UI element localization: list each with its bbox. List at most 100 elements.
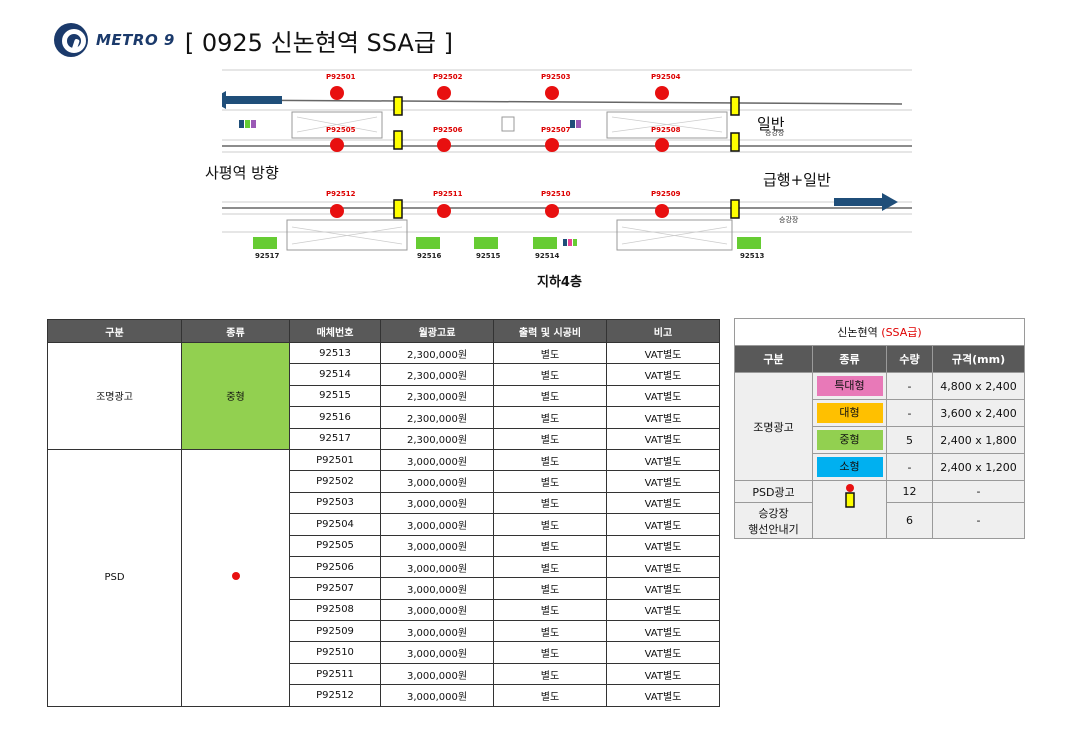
media-number: P92508 — [289, 598, 381, 622]
col-header: 구분 — [47, 319, 182, 343]
psd-label: P92512 — [326, 190, 356, 198]
col-header: 종류 — [812, 345, 887, 373]
monthly-fee: 3,000,000원 — [380, 684, 494, 707]
category-cell: 승강장 행선안내기 — [734, 502, 813, 539]
monthly-fee: 2,300,000원 — [380, 427, 494, 450]
table-row: 92516 2,300,000원 별도 VAT별도 — [48, 406, 720, 429]
floor-plan-drawing — [222, 69, 912, 251]
size-cell: 3,600 x 2,400 — [932, 399, 1025, 427]
table-row: 92515 2,300,000원 별도 VAT별도 — [48, 384, 720, 408]
qty-cell: 12 — [886, 480, 933, 503]
category-cell: 조명광고 — [734, 372, 813, 481]
summary-row: 소형 - 2,400 x 1,200 — [735, 453, 1025, 481]
note: VAT별도 — [606, 448, 720, 472]
media-number: P92507 — [289, 577, 381, 600]
category-cell: PSD — [47, 448, 182, 707]
qty-cell: - — [886, 399, 933, 427]
production-cost: 별도 — [493, 384, 607, 408]
table-row: P92511 3,000,000원 별도 VAT별도 — [48, 662, 720, 686]
ad-pricing-table: 구분 종류 매체번호 월광고료 출력 및 시공비 비고 조명광고 중형 9251… — [47, 319, 720, 707]
note: VAT별도 — [606, 577, 720, 600]
psd-label: P92507 — [541, 126, 571, 134]
table-row: P92503 3,000,000원 별도 VAT별도 — [48, 491, 720, 515]
col-header: 비고 — [606, 319, 720, 343]
size-cell: 2,400 x 1,200 — [932, 453, 1025, 481]
summary-title-grade: (SSA급) — [881, 326, 922, 339]
media-number: 92516 — [289, 406, 381, 429]
type-cell — [181, 448, 290, 707]
media-number: P92503 — [289, 491, 381, 515]
psd-label: P92503 — [541, 73, 571, 81]
table-row: P92510 3,000,000원 별도 VAT별도 — [48, 641, 720, 664]
monthly-fee: 2,300,000원 — [380, 363, 494, 386]
note: VAT별도 — [606, 491, 720, 515]
qty-cell: - — [886, 372, 933, 400]
col-header: 종류 — [181, 319, 290, 343]
type-cell: 중형 — [181, 342, 290, 450]
note: VAT별도 — [606, 513, 720, 536]
logo-text: METRO 9 — [96, 31, 175, 49]
table-row: P92508 3,000,000원 별도 VAT별도 — [48, 598, 720, 622]
lightbox-label: 92513 — [740, 252, 765, 260]
production-cost: 별도 — [493, 662, 607, 686]
production-cost: 별도 — [493, 470, 607, 493]
production-cost: 별도 — [493, 534, 607, 557]
table-row: P92509 3,000,000원 별도 VAT별도 — [48, 620, 720, 643]
qty-cell: 6 — [886, 502, 933, 539]
monthly-fee: 3,000,000원 — [380, 662, 494, 686]
monthly-fee: 3,000,000원 — [380, 577, 494, 600]
monthly-fee: 2,300,000원 — [380, 384, 494, 408]
psd-label: P92502 — [433, 73, 463, 81]
production-cost: 별도 — [493, 598, 607, 622]
metro9-logo-icon — [54, 23, 88, 57]
table-row: P92505 3,000,000원 별도 VAT별도 — [48, 534, 720, 557]
floor-label: 지하4층 — [537, 275, 582, 290]
monthly-fee: 2,300,000원 — [380, 341, 494, 365]
note: VAT별도 — [606, 641, 720, 664]
media-number: P92509 — [289, 620, 381, 643]
size-cell: 4,800 x 2,400 — [932, 372, 1025, 400]
psd-guide-legend — [812, 480, 887, 539]
table-header-row: 구분 종류 매체번호 월광고료 출력 및 시공비 비고 — [47, 319, 720, 343]
media-number: 92513 — [289, 341, 381, 365]
psd-label: P92508 — [651, 126, 681, 134]
media-number: P92510 — [289, 641, 381, 664]
note: VAT별도 — [606, 384, 720, 408]
monthly-fee: 3,000,000원 — [380, 513, 494, 536]
summary-title: 신논현역 (SSA급) — [734, 318, 1025, 346]
lightbox-label: 92516 — [417, 252, 442, 260]
psd-label: P92506 — [433, 126, 463, 134]
psd-label: P92509 — [651, 190, 681, 198]
monthly-fee: 3,000,000원 — [380, 555, 494, 579]
table-row: PSD P92501 3,000,000원 별도 VAT별도 — [47, 448, 720, 707]
col-header: 수량 — [886, 345, 933, 373]
table-row: P92512 3,000,000원 별도 VAT별도 — [48, 684, 720, 707]
monthly-fee: 3,000,000원 — [380, 534, 494, 557]
col-header: 규격(mm) — [932, 345, 1025, 373]
table-row: 92514 2,300,000원 별도 VAT별도 — [48, 363, 720, 386]
station-floor-map: P92501 P92502 P92503 P92504 P92505 P9250… — [205, 62, 912, 292]
page-header: METRO 9 [ 0925 신논현역 SSA급 ] — [54, 20, 453, 60]
psd-label: P92501 — [326, 73, 356, 81]
monthly-fee: 3,000,000원 — [380, 470, 494, 493]
summary-title-row: 신논현역 (SSA급) — [734, 318, 1025, 346]
category-cell: 조명광고 — [47, 342, 182, 450]
production-cost: 별도 — [493, 406, 607, 429]
note: VAT별도 — [606, 534, 720, 557]
media-number: 92515 — [289, 384, 381, 408]
type-badge: 특대형 — [816, 376, 883, 396]
production-cost: 별도 — [493, 491, 607, 515]
track-label-express: 급행+일반 — [763, 171, 831, 189]
lightbox-label: 92515 — [476, 252, 501, 260]
category-line: 행선안내기 — [748, 522, 799, 536]
monthly-fee: 3,000,000원 — [380, 620, 494, 643]
col-header: 월광고료 — [380, 319, 494, 343]
psd-label: P92510 — [541, 190, 571, 198]
table-row: P92506 3,000,000원 별도 VAT별도 — [48, 555, 720, 579]
production-cost: 별도 — [493, 363, 607, 386]
track-label-normal: 일반 — [757, 115, 785, 133]
type-badge: 중형 — [816, 430, 883, 450]
station-summary-table: 신논현역 (SSA급) 구분 종류 수량 규격(mm) 조명광고 특대형 - 4… — [734, 318, 1025, 539]
production-cost: 별도 — [493, 341, 607, 365]
type-badge: 소형 — [816, 457, 883, 477]
